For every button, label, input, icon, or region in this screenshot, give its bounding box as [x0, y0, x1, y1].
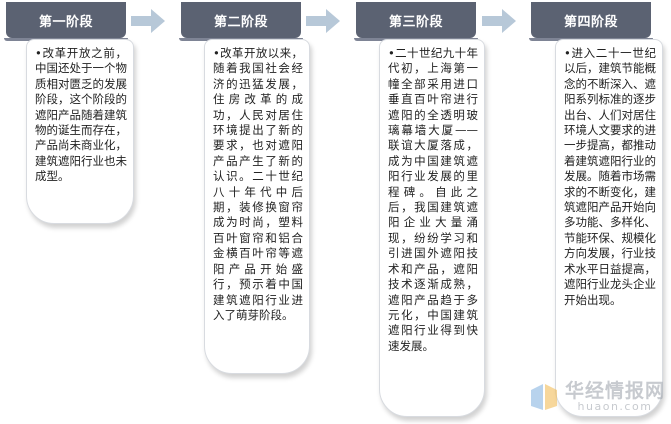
huaon-logo-icon — [530, 384, 557, 410]
stage-3-card: •二十世纪九十年代初，上海第一幢全部采用进口垂直百叶帘进行遮阳的全透明玻璃幕墙大… — [379, 39, 485, 417]
stage-1-header: 第一阶段 — [4, 2, 128, 41]
stage-2-card: •改革开放以来，随着我国社会经济的迅猛发展，住房改革的成功，人民对居住环境提出了… — [204, 39, 310, 374]
stage-2-header: 第二阶段 — [179, 2, 303, 41]
stage-4-text: •进入二十一世纪以后，建筑节能概念的不断深入、遮阳系列标准的逐步出台、人们对居住… — [564, 46, 656, 307]
arrow-right-icon — [306, 9, 340, 33]
arrow-right-icon — [482, 9, 516, 33]
watermark-en: huaon.com — [577, 400, 653, 413]
stage-4-title: 第四阶段 — [563, 14, 618, 30]
stage-1-card: •改革开放之前，中国还处于一个物质相对匮乏的发展阶段，这个阶段的遮阳产品随着建筑… — [26, 39, 134, 224]
watermark: 华经情报网 huaon.com — [527, 380, 665, 414]
stage-4-card: •进入二十一世纪以后，建筑节能概念的不断深入、遮阳系列标准的逐步出台、人们对居住… — [555, 39, 663, 417]
watermark-cn: 华经情报网 — [564, 380, 665, 402]
stage-3-header: 第三阶段 — [354, 2, 478, 41]
stage-1-text: •改革开放之前，中国还处于一个物质相对匮乏的发展阶段，这个阶段的遮阳产品随着建筑… — [35, 46, 127, 184]
stage-4-header: 第四阶段 — [529, 2, 653, 41]
stage-3-text: •二十世纪九十年代初，上海第一幢全部采用进口垂直百叶帘进行遮阳的全透明玻璃幕墙大… — [388, 46, 478, 353]
stage-2-text: •改革开放以来，随着我国社会经济的迅猛发展，住房改革的成功，人民对居住环境提出了… — [213, 46, 303, 322]
arrow-right-icon — [131, 9, 165, 33]
stage-3-title: 第三阶段 — [388, 14, 443, 30]
stage-1-title: 第一阶段 — [38, 14, 93, 30]
stage-2-title: 第二阶段 — [213, 14, 268, 30]
